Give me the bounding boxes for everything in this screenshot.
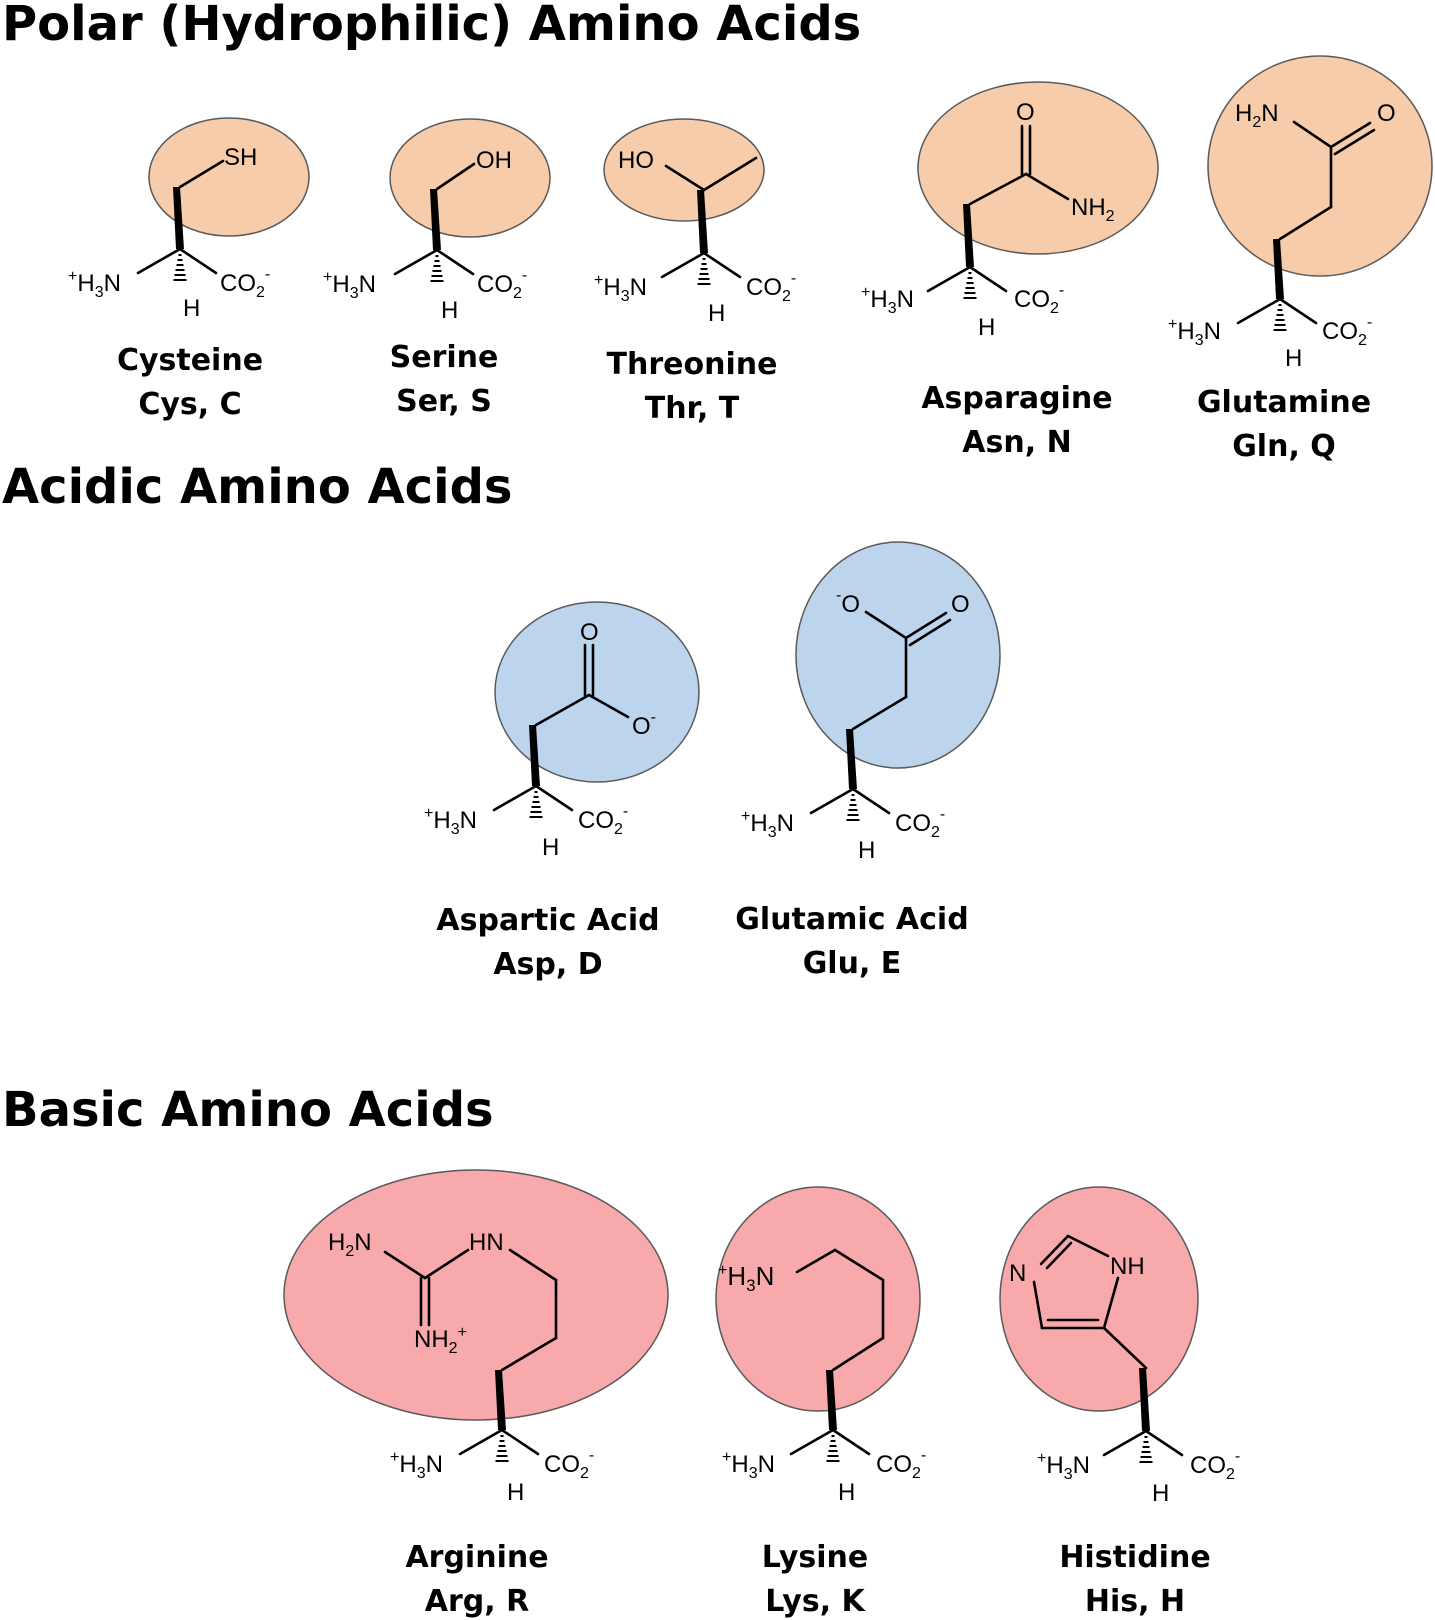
carbonyl-oxygen: O <box>580 619 599 646</box>
structure-lysine: +H3N +H3N CO2- H Lysine Lys, K <box>715 1186 926 1619</box>
code-aspartic-acid: Asp, D <box>493 947 602 982</box>
structure-aspartic-acid: O O- +H3N CO2- H Aspartic Acid Asp, D <box>424 601 700 982</box>
carbonyl-oxygen: O <box>951 591 970 618</box>
code-asparagine: Asn, N <box>962 425 1071 460</box>
sidechain-highlight <box>494 601 700 783</box>
guanidino-hn: HN <box>469 1229 504 1256</box>
alpha-hydrogen: H <box>858 837 875 864</box>
name-arginine: Arginine <box>405 1540 548 1575</box>
structure-arginine: H2N HN NH2+ +H3N CO2- H Arginine Arg, R <box>283 1169 669 1619</box>
sidechain-highlight <box>795 541 1001 769</box>
amine-group: +H3N <box>1037 1450 1090 1483</box>
carboxylate-group: CO2- <box>544 1447 594 1482</box>
name-serine: Serine <box>390 340 499 375</box>
amide-group: H2N <box>1235 100 1279 131</box>
code-threonine: Thr, T <box>645 391 740 426</box>
carboxylate-group: CO2- <box>746 270 796 305</box>
epsilon-amine: +H3N <box>718 1261 774 1295</box>
code-arginine: Arg, R <box>425 1584 529 1619</box>
carboxylate-oxygen: -O <box>836 587 860 618</box>
carboxylate-group: CO2- <box>578 803 628 838</box>
name-cysteine: Cysteine <box>117 343 263 378</box>
amine-group: +H3N <box>861 284 914 317</box>
name-glutamine: Glutamine <box>1197 385 1371 420</box>
structure-threonine: HO +H3N CO2- H Threonine Thr, T <box>594 118 796 426</box>
sidechain-highlight <box>283 1169 669 1421</box>
name-histidine: Histidine <box>1059 1540 1210 1575</box>
carboxylate-group: CO2- <box>895 806 945 841</box>
sidechain-highlight <box>389 118 551 238</box>
alpha-hydrogen: H <box>708 300 725 327</box>
carboxylate-group: CO2- <box>1014 282 1064 317</box>
name-glutamic-acid: Glutamic Acid <box>735 902 968 937</box>
sidechain-highlight <box>917 81 1159 255</box>
amine-group: +H3N <box>68 268 121 301</box>
carbonyl-oxygen: O <box>1016 99 1035 126</box>
carboxylate-group: CO2- <box>477 267 527 302</box>
amine-group: +H3N <box>1168 316 1221 349</box>
code-cysteine: Cys, C <box>138 387 241 422</box>
carbonyl-oxygen: O <box>1377 100 1396 127</box>
alpha-hydrogen: H <box>507 1479 524 1506</box>
alpha-hydrogen: H <box>441 297 458 324</box>
alpha-hydrogen: H <box>542 834 559 861</box>
amine-group: +H3N <box>424 805 477 838</box>
carboxylate-group: CO2- <box>1190 1448 1240 1483</box>
alpha-hydrogen: H <box>1152 1480 1169 1507</box>
code-serine: Ser, S <box>396 384 492 419</box>
sidechain-label: HO <box>618 147 654 174</box>
name-aspartic-acid: Aspartic Acid <box>436 903 659 938</box>
structure-cysteine: SH +H3N CO2- H Cysteine Cys, C <box>68 117 310 422</box>
code-lysine: Lys, K <box>765 1584 866 1619</box>
heading-basic: Basic Amino Acids <box>2 1082 494 1138</box>
name-threonine: Threonine <box>607 347 778 382</box>
alpha-hydrogen: H <box>838 1479 855 1506</box>
amine-group: +H3N <box>390 1449 443 1482</box>
amide-group: NH2 <box>1071 194 1115 225</box>
carboxylate-oxygen: O- <box>632 709 656 740</box>
sidechain-highlight <box>1207 55 1433 277</box>
alpha-hydrogen: H <box>1285 345 1302 372</box>
sidechain-highlight <box>603 118 765 222</box>
carboxylate-group: CO2- <box>1322 314 1372 349</box>
carboxylate-group: CO2- <box>876 1447 926 1482</box>
name-asparagine: Asparagine <box>921 381 1112 416</box>
structure-histidine: N NH +H3N CO2- H Histidine His, H <box>999 1186 1240 1619</box>
guanidino-amine: H2N <box>328 1229 372 1260</box>
structure-glutamine: H2N O +H3N CO2- H Glutamine Gln, Q <box>1168 55 1433 464</box>
alpha-hydrogen: H <box>183 295 200 322</box>
amine-group: +H3N <box>323 269 376 302</box>
heading-acidic: Acidic Amino Acids <box>2 459 513 515</box>
guanidino-iminium: NH2+ <box>414 1324 467 1357</box>
sidechain-highlight <box>715 1186 921 1412</box>
sidechain-label: SH <box>224 144 257 171</box>
alpha-hydrogen: H <box>978 314 995 341</box>
amine-group: +H3N <box>594 272 647 305</box>
structure-asparagine: O NH2 +H3N CO2- H Asparagine Asn, N <box>861 81 1159 460</box>
amine-group: +H3N <box>722 1449 775 1482</box>
sidechain-highlight <box>148 117 310 237</box>
sidechain-label: OH <box>476 147 512 174</box>
code-histidine: His, H <box>1085 1584 1185 1619</box>
sidechain-highlight <box>999 1186 1199 1412</box>
ring-nh: NH <box>1110 1253 1145 1280</box>
carboxylate-group: CO2- <box>220 266 270 301</box>
heading-polar: Polar (Hydrophilic) Amino Acids <box>2 0 861 52</box>
code-glutamic-acid: Glu, E <box>803 946 902 981</box>
structure-serine: OH +H3N CO2- H Serine Ser, S <box>323 118 551 419</box>
name-lysine: Lysine <box>762 1540 868 1575</box>
code-glutamine: Gln, Q <box>1232 429 1336 464</box>
structure-glutamic-acid: -O O +H3N CO2- H Glutamic Acid Glu, E <box>735 541 1001 981</box>
ring-nitrogen: N <box>1009 1260 1026 1287</box>
amine-group: +H3N <box>741 808 794 841</box>
